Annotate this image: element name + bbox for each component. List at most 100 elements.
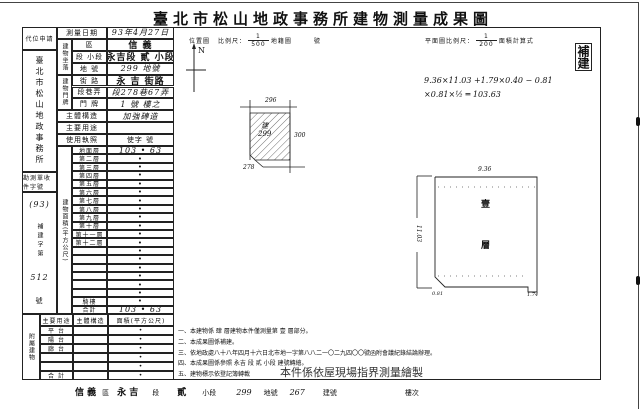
lot-value: 299 地號 [107, 62, 174, 75]
floor-area-value: • [107, 204, 174, 214]
footer-lot-label: 地號 [263, 389, 278, 397]
footer-subsection-label: 小段 [202, 389, 217, 397]
scale-numerator: 1 [248, 33, 269, 41]
scale-label: 比例尺： [218, 38, 247, 45]
plan-corner-dim: 0.81 [432, 291, 444, 297]
attached-use [40, 353, 73, 362]
area-formula-line-1: 9.36×11.03 +1.79×0.40 − 0.81 [424, 76, 553, 85]
survey-note-stamp: 本件係依屋現場指界測量繪製 [280, 366, 423, 379]
floor-label [72, 272, 107, 281]
attached-structure [73, 326, 108, 335]
survey-date-value: 93年4月27日 [107, 27, 174, 39]
lot-label: 建 299 [258, 122, 272, 138]
floor-area-value: • [107, 196, 174, 205]
floor-area-value: • [107, 288, 174, 298]
attached-area: • [108, 344, 174, 353]
floor-label: 第八層 [72, 204, 107, 214]
attached-structure-header: 主體構造 [73, 314, 108, 326]
attached-area: • [108, 335, 174, 344]
applicant-label: 代位申請 [22, 27, 57, 50]
floor-area-value: • [107, 154, 174, 163]
north-arrow-icon [186, 43, 206, 92]
plan-floor-char-2: 層 [481, 241, 491, 251]
note-2: 二、本成果圖係補建。 [178, 339, 239, 346]
attached-use: 陽 台 [40, 335, 73, 344]
scale-numerator: 1 [476, 33, 497, 41]
floor-area-value: • [107, 179, 174, 188]
floor-label: 第四層 [72, 171, 107, 180]
scale-denominator: 200 [479, 41, 494, 48]
lot-dim-top: 296 [265, 97, 277, 104]
floor-label: 第五層 [72, 179, 107, 188]
attached-group-label: 附屬建物 [22, 314, 40, 380]
lot-parcel [249, 112, 291, 161]
floor-outline [434, 176, 538, 293]
note-3: 三、依地政處八十八年四月十六日北市地一字第八八二一〇二九四〇〇號函附會議紀錄結論… [178, 350, 437, 357]
area-formula-label: 面積計算式 [498, 38, 534, 45]
attached-structure [73, 371, 108, 380]
page-top-rule [0, 2, 639, 3]
lot-sketch [240, 100, 305, 173]
supplement-stamp: 補建 [575, 43, 592, 71]
floor-area-value: • [107, 246, 174, 256]
floor-area-value: 103 • 63 [107, 305, 174, 314]
attached-structure [73, 335, 108, 344]
floor-label: 第十層 [72, 221, 107, 230]
doorplate-group-label: 建物門牌 [57, 74, 72, 111]
floor-plan-scale-label: 平面圖比例尺： [425, 38, 475, 45]
floor-label: 第九層 [72, 213, 107, 222]
lot-label: 地 號 [72, 62, 107, 75]
floor-label [72, 255, 107, 264]
footer-district-label: 區 [102, 389, 110, 397]
binding-hole [636, 276, 640, 285]
attached-structure [73, 353, 108, 362]
location-group-label: 建物坐落 [57, 38, 72, 75]
floor-area-value: • [107, 272, 174, 281]
section-label: 段 小段 [72, 50, 107, 63]
floor-label: 合計 [72, 305, 107, 314]
plan-step-dim: 1.74 [527, 292, 539, 298]
floor-label [72, 246, 107, 256]
scale-denominator: 500 [251, 41, 266, 48]
floor-area-value: 103 • 63 [107, 146, 174, 155]
floor-label [72, 263, 107, 272]
floor-area-value: • [107, 162, 174, 172]
receipt-no-label: 勘測單收件字號 [22, 172, 57, 192]
footer-floor-label: 樓次 [404, 389, 419, 397]
floor-area-value: • [107, 263, 174, 272]
note-5: 五、建物標示依登記簿轉載 [178, 371, 251, 378]
attached-area: • [108, 353, 174, 362]
attached-area-header: 面積(平方公尺) [108, 314, 174, 326]
survey-date-label: 測量日期 [57, 27, 107, 39]
footer-building-label: 建號 [322, 389, 337, 397]
street-label: 街 路 [72, 74, 107, 87]
floor-label: 第十二層 [72, 238, 107, 247]
structure-label: 主體構造 [57, 110, 107, 123]
floor-label: 騎樓 [72, 297, 107, 306]
footer-subsection: 貳 [177, 388, 187, 398]
plan-height-dim: 11.03 [415, 224, 423, 243]
floor-label: 第十一層 [72, 230, 107, 239]
structure-value: 加強磚造 [107, 110, 174, 123]
permit-suffix: 號 [35, 297, 44, 305]
use-license-label: 使用執照 [57, 134, 107, 146]
floor-label: 第六層 [72, 188, 107, 197]
floor-label [72, 280, 107, 289]
note-1: 一、本建物係 肆 層建物本件僅測量第 壹 層部分。 [178, 328, 312, 335]
district-value: 信 義 [107, 38, 174, 51]
lane-value: 段278巷67弄 [107, 86, 174, 99]
plan-floor-char-1: 壹 [481, 200, 491, 210]
district-label: 區 [72, 38, 107, 51]
binding-hole [636, 117, 640, 126]
floor-label: 第七層 [72, 196, 107, 205]
floor-area-value: • [107, 188, 174, 197]
main-use-value [107, 122, 174, 135]
floor-label: 地面層 [72, 146, 107, 155]
footer-line: 信 義 區 永 吉 段 貳 小段 299 地號 267 建號 樓次 [75, 385, 419, 398]
floor-area-value: • [107, 255, 174, 264]
footer-building-no: 267 [289, 388, 305, 397]
attached-use [40, 362, 73, 371]
